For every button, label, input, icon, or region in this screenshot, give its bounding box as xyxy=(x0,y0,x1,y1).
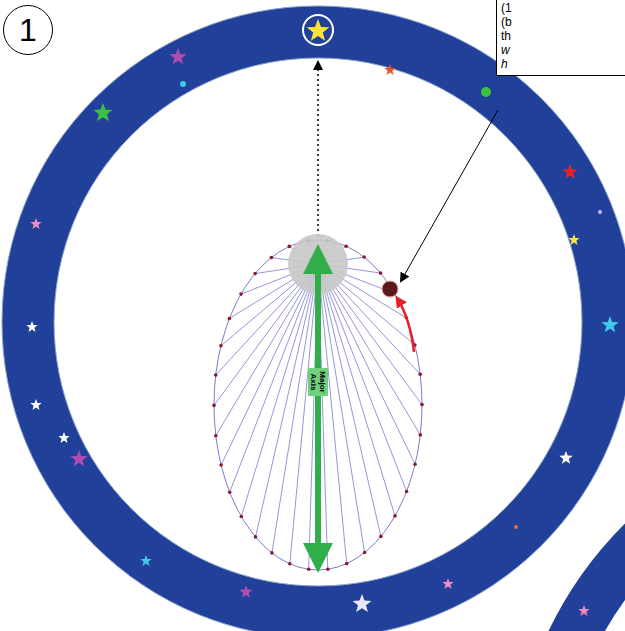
orbit-point xyxy=(379,535,383,539)
orbit-point xyxy=(362,255,366,259)
orbit-point xyxy=(219,344,223,348)
orbit-point xyxy=(253,272,257,276)
star xyxy=(140,555,151,566)
callout-text: (1 xyxy=(501,1,625,15)
panel-number: 1 xyxy=(19,14,37,46)
star xyxy=(578,605,589,616)
star xyxy=(562,164,577,179)
panel-number-circle: 1 xyxy=(3,5,53,55)
callout-text: (b xyxy=(501,15,625,29)
orbit-point xyxy=(214,373,218,377)
major-axis-shaft xyxy=(315,268,321,548)
star xyxy=(568,234,579,245)
callout-text: th xyxy=(501,29,625,43)
orbit-point xyxy=(379,271,383,275)
radius-line xyxy=(318,264,381,536)
star-ring xyxy=(28,32,608,612)
radius-line xyxy=(221,264,318,465)
orbit-point xyxy=(419,433,423,437)
motion-arrow xyxy=(397,298,414,352)
pole-star-ring xyxy=(303,15,333,45)
orbit-point xyxy=(212,404,216,408)
orbit-point xyxy=(307,568,311,572)
orbit-point xyxy=(228,317,232,321)
orbit-point xyxy=(239,292,243,296)
star xyxy=(384,64,395,75)
ring-stars xyxy=(26,19,618,616)
next-panel-ring xyxy=(535,435,625,631)
radius-line xyxy=(318,264,328,569)
radius-lines xyxy=(212,239,424,571)
star xyxy=(307,19,330,41)
orbit-point xyxy=(393,514,397,518)
star xyxy=(601,316,618,332)
orbit-point xyxy=(413,462,417,466)
star-dot xyxy=(481,87,491,97)
star xyxy=(70,450,87,466)
star-dot xyxy=(598,210,602,214)
orbit-point xyxy=(405,490,409,494)
leader-line xyxy=(401,110,498,281)
major-axis-head xyxy=(303,244,333,274)
radius-line xyxy=(230,264,318,492)
star xyxy=(559,451,572,464)
radius-line xyxy=(272,264,318,553)
orbit-point xyxy=(219,463,223,467)
orbit-point xyxy=(344,244,348,248)
pointer-line xyxy=(317,62,319,236)
axis-label: Major Axis xyxy=(308,368,328,396)
orbit-point xyxy=(345,562,349,566)
star xyxy=(353,594,372,612)
ring-edge xyxy=(2,6,625,631)
major-axis-head xyxy=(303,543,333,573)
star xyxy=(442,578,453,589)
star xyxy=(30,399,41,410)
planet xyxy=(382,281,398,297)
ring-edge xyxy=(54,58,582,586)
orbit-point xyxy=(254,535,258,539)
star xyxy=(58,432,69,443)
orbit-point xyxy=(288,562,292,566)
orbit-point xyxy=(228,490,232,494)
radius-line xyxy=(318,264,347,564)
star xyxy=(169,48,186,64)
orbit-point xyxy=(240,515,244,519)
star xyxy=(26,321,37,332)
radius-line xyxy=(318,264,415,464)
star-dot xyxy=(514,525,518,529)
orbit-point xyxy=(270,256,274,260)
orbit-point xyxy=(270,551,274,555)
radius-line xyxy=(241,264,318,517)
callout-text: w xyxy=(501,43,625,57)
orbit-point xyxy=(214,434,218,438)
callout-box: (1(bthwh xyxy=(496,0,625,76)
radius-line xyxy=(318,264,395,516)
orbit-ellipse xyxy=(214,240,422,570)
orbit-point xyxy=(363,551,367,555)
star-dot xyxy=(180,81,186,87)
orbit-point xyxy=(418,373,422,377)
orbit-point xyxy=(326,568,330,572)
star xyxy=(94,103,113,121)
orbit-point xyxy=(420,403,424,407)
star xyxy=(30,218,41,229)
callout-text: h xyxy=(501,57,625,71)
star xyxy=(239,585,252,598)
orbit-point xyxy=(288,245,292,249)
